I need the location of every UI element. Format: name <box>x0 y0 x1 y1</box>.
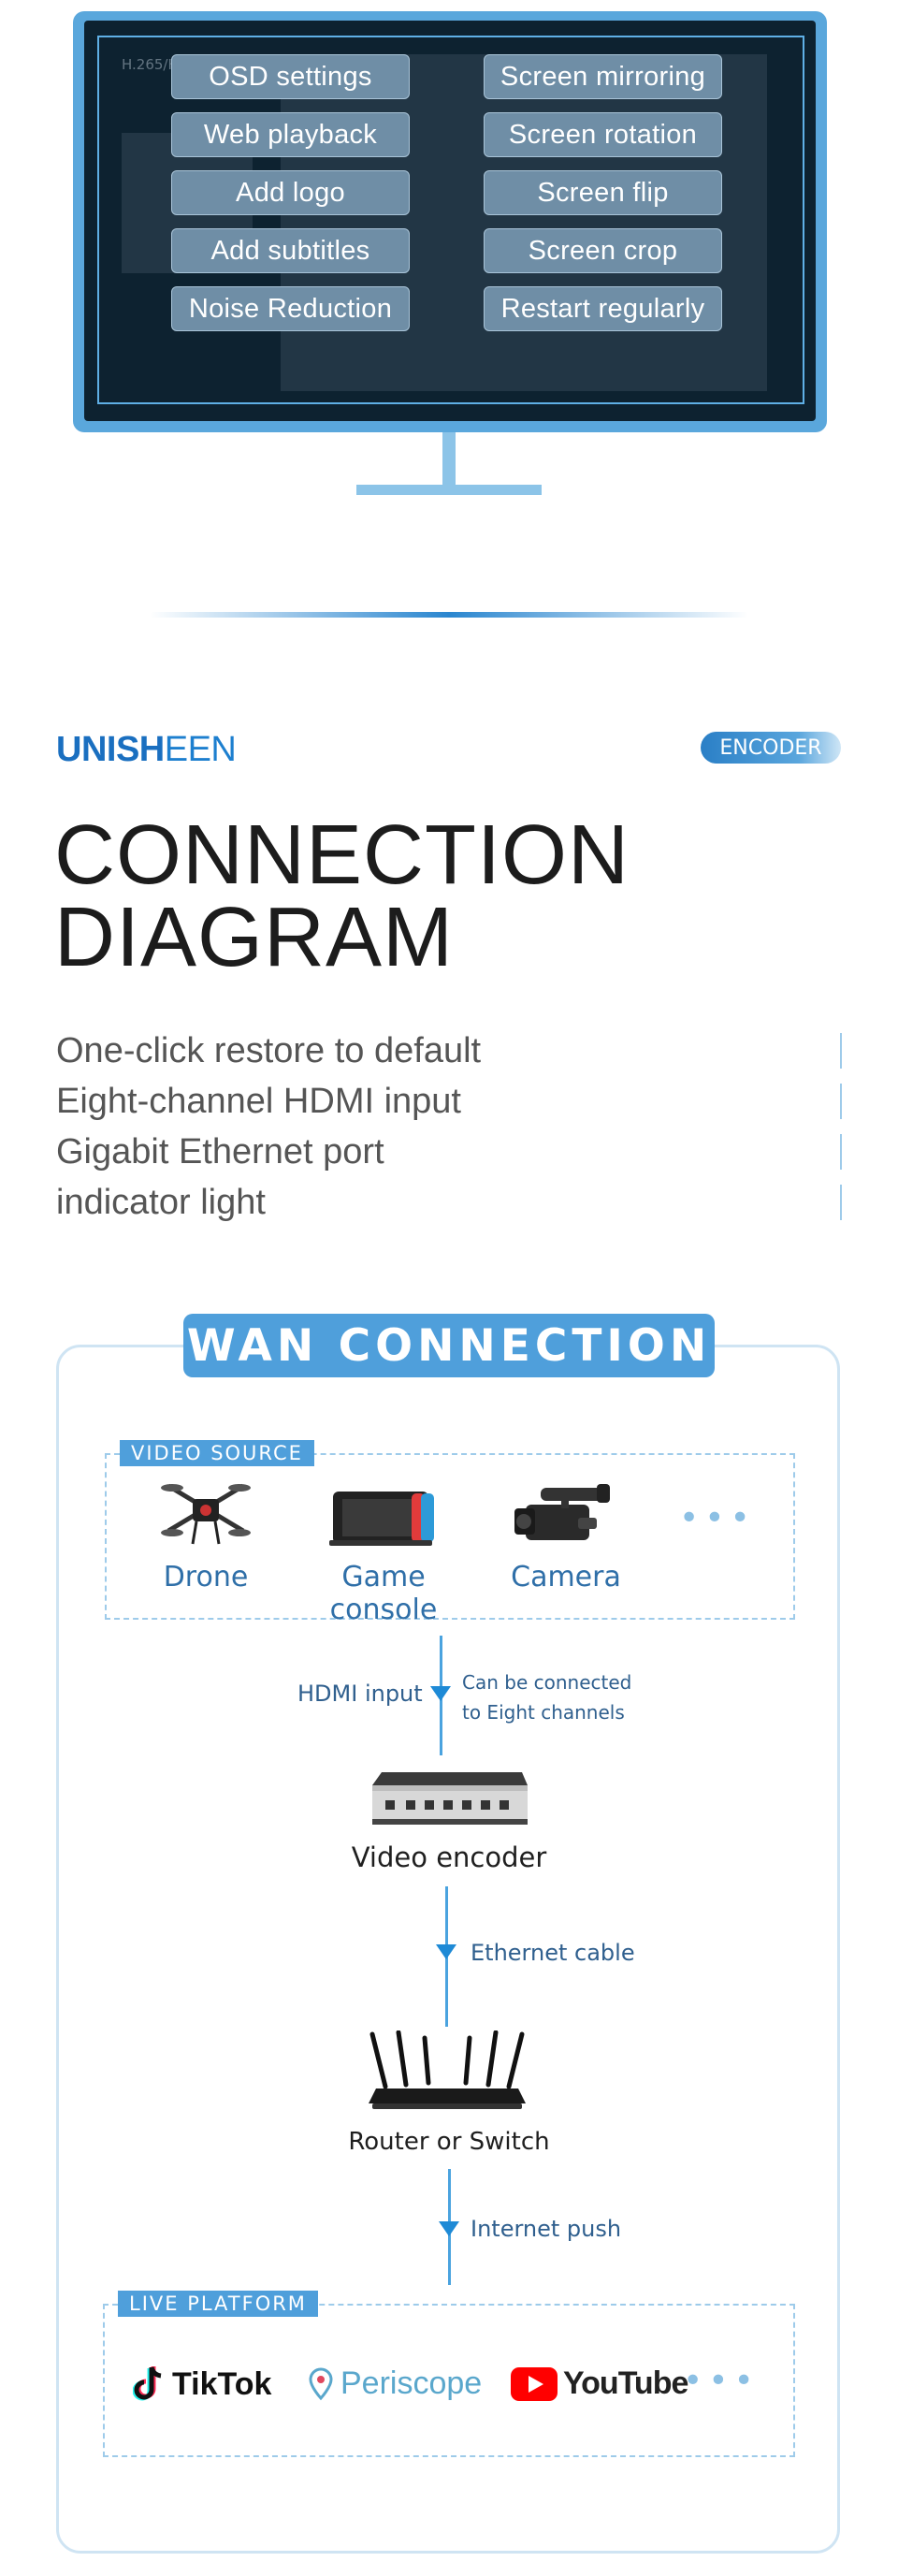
monitor-frame: H.265/H.264 Video OSD settings Web playb… <box>73 11 827 432</box>
arrow-down-icon <box>439 2221 459 2236</box>
youtube-text: YouTube <box>563 2365 688 2401</box>
ghost-ui-panel <box>281 54 767 391</box>
periscope-pin-icon <box>309 2366 333 2400</box>
brand-logo-part2: EEN <box>164 730 237 769</box>
feature-screen-rotation: Screen rotation <box>484 112 722 157</box>
periscope-logo: Periscope <box>309 2365 482 2402</box>
feature-list-item: Gigabit Ethernet port <box>56 1127 842 1177</box>
periscope-text: Periscope <box>340 2365 483 2401</box>
title-line-2: DIAGRAM <box>54 891 455 984</box>
feature-list-text: Eight-channel HDMI input <box>56 1081 461 1121</box>
monitor-screen: H.265/H.264 Video OSD settings Web playb… <box>84 21 816 421</box>
feature-add-subtitles: Add subtitles <box>171 228 410 273</box>
hdmi-input-label: HDMI input <box>297 1681 423 1707</box>
tiktok-logo: TikTok <box>133 2365 271 2403</box>
feature-add-logo: Add logo <box>171 170 410 215</box>
feature-list-bar <box>840 1185 842 1220</box>
brand-logo-part1: UNISH <box>56 730 165 769</box>
feature-list: One-click restore to default Eight-chann… <box>56 1026 842 1228</box>
hdmi-note-line-2: to Eight channels <box>462 1701 625 1724</box>
video-encoder-label: Video encoder <box>351 1841 547 1873</box>
feature-list-item: Eight-channel HDMI input <box>56 1076 842 1127</box>
video-source-tag: VIDEO SOURCE <box>120 1440 314 1466</box>
source-label-drone: Drone <box>163 1561 249 1594</box>
youtube-logo: YouTube <box>511 2365 688 2402</box>
hdmi-note: Can be connected to Eight channels <box>462 1667 631 1727</box>
feature-noise-reduction: Noise Reduction <box>171 286 410 331</box>
encoder-badge: ENCODER <box>701 732 841 764</box>
feature-list-bar <box>840 1084 842 1119</box>
hdmi-note-line-1: Can be connected <box>462 1671 632 1694</box>
monitor-stand-neck <box>442 432 456 485</box>
router-icon <box>369 2030 526 2109</box>
feature-osd-settings: OSD settings <box>171 54 410 99</box>
feature-list-item: One-click restore to default <box>56 1026 842 1076</box>
tiktok-note-icon <box>133 2366 162 2401</box>
feature-web-playback: Web playback <box>171 112 410 157</box>
source-label-camera: Camera <box>511 1561 621 1594</box>
internet-push-label: Internet push <box>471 2216 622 2242</box>
feature-list-bar <box>840 1134 842 1170</box>
feature-screen-mirroring: Screen mirroring <box>484 54 722 99</box>
more-sources-dots: ••• <box>679 1499 756 1537</box>
screen-inner-border <box>97 36 804 404</box>
monitor-stand-base <box>356 485 542 495</box>
game-console-icon <box>329 1492 434 1546</box>
live-platform-box <box>103 2304 795 2457</box>
router-switch-label: Router or Switch <box>348 2128 550 2156</box>
feature-list-bar <box>840 1033 842 1069</box>
video-source-box <box>105 1453 795 1620</box>
source-label-game-console: Game console <box>329 1561 438 1626</box>
arrow-down-icon <box>430 1686 451 1701</box>
feature-restart-regularly: Restart regularly <box>484 286 722 331</box>
feature-screen-flip: Screen flip <box>484 170 722 215</box>
feature-list-text: Gigabit Ethernet port <box>56 1131 384 1172</box>
more-platforms-dots: ••• <box>683 2362 760 2400</box>
encoder-device-icon <box>372 1772 528 1825</box>
arrow-down-icon <box>436 1944 456 1959</box>
youtube-play-icon <box>511 2366 558 2401</box>
section-divider <box>150 612 748 618</box>
live-platform-tag: LIVE PLATFORM <box>118 2291 318 2317</box>
feature-list-item: indicator light <box>56 1177 842 1228</box>
feature-screen-crop: Screen crop <box>484 228 722 273</box>
drone-icon <box>161 1483 251 1545</box>
camera-icon <box>514 1484 610 1540</box>
feature-list-text: One-click restore to default <box>56 1030 482 1070</box>
tiktok-text: TikTok <box>172 2365 272 2402</box>
feature-list-text: indicator light <box>56 1182 266 1222</box>
brand-logo: UNISHEEN <box>56 730 237 770</box>
wan-connection-title: WAN CONNECTION <box>183 1314 715 1377</box>
page-title: CONNECTION DIAGRAM <box>54 808 630 984</box>
title-line-1: CONNECTION <box>54 808 630 902</box>
ethernet-cable-label: Ethernet cable <box>471 1940 635 1966</box>
